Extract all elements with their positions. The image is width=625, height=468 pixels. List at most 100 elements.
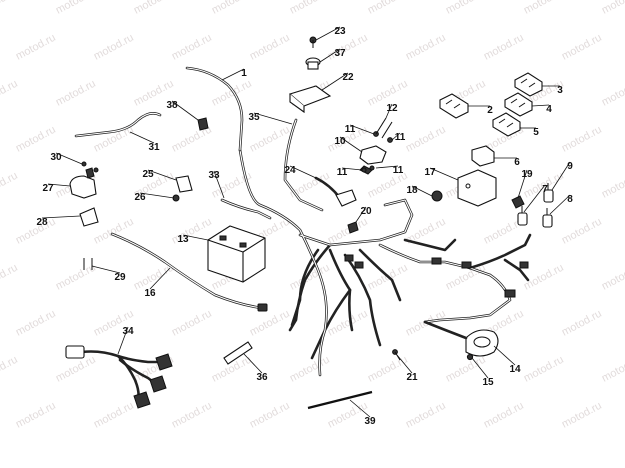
watermark-text: motod.ru bbox=[0, 170, 20, 201]
watermark-text: motod.ru bbox=[248, 124, 292, 155]
callout-25: 25 bbox=[142, 169, 154, 180]
callout-leader-10 bbox=[339, 136, 363, 153]
watermark-text: motod.ru bbox=[248, 32, 292, 63]
watermark-text: motod.ru bbox=[14, 400, 58, 431]
watermark-text: motod.ru bbox=[170, 400, 214, 431]
callout-leader-1 bbox=[221, 68, 245, 81]
part-25-bracket bbox=[175, 175, 193, 193]
callout-leader-11b bbox=[391, 132, 401, 141]
callout-leader-14 bbox=[493, 345, 516, 366]
watermark-text: motod.ru bbox=[0, 0, 20, 17]
part-23-bolt bbox=[309, 36, 317, 48]
watermark-text: motod.ru bbox=[444, 0, 488, 17]
part-19-sensor bbox=[511, 195, 525, 209]
part-20-clip bbox=[347, 221, 359, 234]
watermark-text: motod.ru bbox=[366, 0, 410, 17]
main-wiring-harness bbox=[238, 148, 532, 377]
watermark-text: motod.ru bbox=[600, 170, 625, 201]
callout-36: 36 bbox=[256, 372, 268, 383]
part-34-sub-harness bbox=[65, 345, 173, 409]
part-17-control-unit bbox=[457, 169, 497, 207]
callout-leader-11a bbox=[349, 124, 375, 135]
callout-9: 9 bbox=[567, 161, 573, 172]
watermark-text: motod.ru bbox=[288, 0, 332, 17]
part-13-battery bbox=[207, 225, 266, 283]
callout-31: 31 bbox=[148, 142, 160, 153]
callout-leader-35 bbox=[253, 112, 293, 125]
callout-28: 28 bbox=[36, 217, 48, 228]
callout-leader-19 bbox=[517, 169, 528, 199]
part-30-screws bbox=[81, 161, 99, 173]
watermark-text: motod.ru bbox=[482, 400, 526, 431]
watermark-text: motod.ru bbox=[14, 308, 58, 339]
watermark-text: motod.ru bbox=[170, 32, 214, 63]
callout-7: 7 bbox=[542, 184, 548, 195]
watermark-text: motod.ru bbox=[326, 400, 370, 431]
callout-leader-38 bbox=[171, 100, 199, 121]
callout-leader-11d bbox=[375, 165, 399, 169]
watermark-text: motod.ru bbox=[560, 32, 604, 63]
watermark-text: motod.ru bbox=[600, 262, 625, 293]
callout-34: 34 bbox=[122, 326, 134, 337]
callout-35: 35 bbox=[248, 112, 260, 123]
callout-8: 8 bbox=[567, 194, 573, 205]
callout-2: 2 bbox=[487, 105, 493, 116]
watermark-text: motod.ru bbox=[288, 354, 332, 385]
part-7-sensor bbox=[517, 206, 528, 226]
watermark-text: motod.ru bbox=[92, 32, 136, 63]
callout-leader-16 bbox=[149, 267, 171, 290]
callout-12: 12 bbox=[386, 103, 398, 114]
part-3-connector bbox=[514, 72, 543, 97]
watermark-text: motod.ru bbox=[0, 78, 20, 109]
callout-leaders bbox=[41, 26, 571, 418]
callout-leader-13 bbox=[182, 234, 209, 241]
part-35-lead bbox=[283, 118, 324, 212]
callout-11d: 11 bbox=[393, 165, 404, 176]
watermark-text: motod.ru bbox=[54, 262, 98, 293]
callout-24: 24 bbox=[284, 165, 296, 176]
watermark-text: motod.ru bbox=[560, 308, 604, 339]
watermark-text: motod.ru bbox=[600, 78, 625, 109]
callout-14: 14 bbox=[509, 364, 521, 375]
callout-29: 29 bbox=[114, 272, 126, 283]
callout-33: 33 bbox=[208, 170, 220, 181]
watermark-text: motod.ru bbox=[0, 354, 20, 385]
callout-leader-25 bbox=[147, 169, 177, 181]
watermark-text: motod.ru bbox=[600, 354, 625, 385]
callout-6: 6 bbox=[514, 157, 520, 168]
part-1-wire-lead bbox=[185, 66, 244, 152]
callout-leader-18 bbox=[411, 185, 433, 197]
callout-leader-17 bbox=[429, 167, 459, 181]
part-5-connector bbox=[492, 112, 521, 137]
part-18-grommet bbox=[431, 190, 443, 202]
callout-leader-29 bbox=[91, 265, 121, 274]
part-16-battery-cable bbox=[110, 232, 268, 312]
callout-leader-37 bbox=[319, 48, 341, 63]
callout-39: 39 bbox=[364, 416, 376, 427]
callout-11b: 11 bbox=[395, 132, 406, 143]
watermark-text: motod.ru bbox=[170, 216, 214, 247]
callout-37: 37 bbox=[334, 48, 346, 59]
callout-15: 15 bbox=[482, 377, 494, 388]
callout-leader-4 bbox=[531, 104, 550, 107]
callout-27: 27 bbox=[42, 183, 54, 194]
part-31-lead bbox=[74, 112, 162, 138]
watermark-text: motod.ru bbox=[326, 32, 370, 63]
callout-leader-24 bbox=[289, 165, 317, 179]
callout-10: 10 bbox=[334, 136, 346, 147]
callout-30: 30 bbox=[50, 152, 62, 163]
callout-38: 38 bbox=[166, 100, 178, 111]
part-9-sensor bbox=[543, 183, 554, 203]
callout-leader-23 bbox=[315, 26, 341, 41]
callout-leader-26 bbox=[139, 192, 175, 199]
callout-leader-8 bbox=[549, 194, 571, 215]
callout-leader-33 bbox=[213, 170, 225, 199]
watermark-text: motod.ru bbox=[404, 400, 448, 431]
watermark-text: motod.ru bbox=[482, 32, 526, 63]
watermark-text: motod.ru bbox=[404, 124, 448, 155]
part-6-relay bbox=[471, 145, 495, 167]
callout-18: 18 bbox=[406, 185, 418, 196]
watermark-text: motod.ru bbox=[14, 32, 58, 63]
